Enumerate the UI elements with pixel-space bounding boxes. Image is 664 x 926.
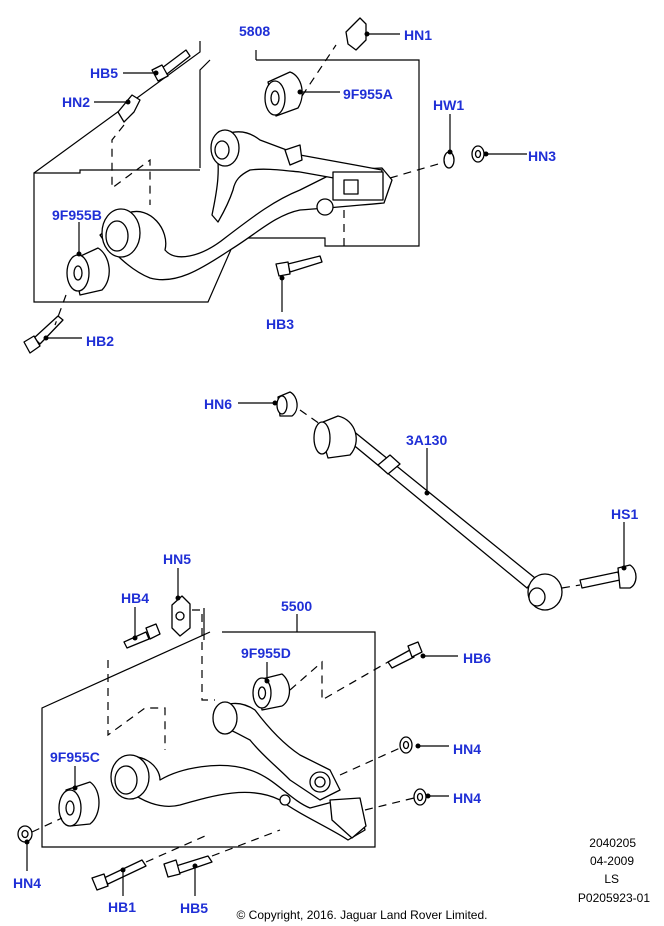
label-hn4-right-upper: HN4 bbox=[453, 741, 481, 757]
label-5500: 5500 bbox=[281, 598, 312, 614]
nut-hn3 bbox=[471, 145, 485, 163]
tie-rod-adjuster bbox=[377, 454, 401, 475]
bracket-diagonal bbox=[33, 41, 201, 174]
label-3a130: 3A130 bbox=[406, 432, 447, 448]
label-hb3: HB3 bbox=[266, 316, 294, 332]
upper-arm-assembly bbox=[23, 17, 527, 354]
label-hb5-top: HB5 bbox=[90, 65, 118, 81]
upper-arm-bracket-slot bbox=[343, 179, 359, 195]
tie-rod-outer-eye bbox=[527, 573, 563, 611]
upper-rear-eye-bore bbox=[105, 220, 129, 252]
callout-labels: 5808 HN1 HB5 HN2 9F955A HW1 HN3 9F955B H… bbox=[13, 23, 638, 916]
nut-hn5 bbox=[171, 595, 191, 637]
bush-9f955c bbox=[58, 781, 100, 827]
dash-hb1-arm bbox=[145, 835, 206, 863]
lower-arm-knuckle-mount bbox=[329, 797, 367, 839]
assembly-bracket-5500 bbox=[41, 631, 376, 848]
lower-arm-hole bbox=[279, 794, 291, 806]
nut-hn6 bbox=[276, 391, 298, 417]
bush-9f955b bbox=[66, 247, 110, 296]
copyright-notice: © Copyright, 2016. Jaguar Land Rover Lim… bbox=[237, 908, 488, 922]
dash-hn2-arm bbox=[111, 124, 151, 205]
tie-rod bbox=[344, 429, 536, 589]
upper-control-arm bbox=[99, 167, 393, 281]
bush-9f955a bbox=[264, 71, 303, 117]
label-9f955d: 9F955D bbox=[241, 645, 291, 661]
lower-arm-front-branch bbox=[214, 702, 341, 801]
lower-control-arm bbox=[119, 756, 366, 841]
nut-hn4-right-lower bbox=[413, 788, 427, 806]
lower-rear-eye-bore bbox=[114, 765, 138, 795]
nut-hn4-left bbox=[17, 825, 33, 843]
tie-rod-inner-joint bbox=[313, 415, 357, 459]
label-9f955a: 9F955A bbox=[343, 86, 393, 102]
label-hw1: HW1 bbox=[433, 97, 464, 113]
tie-rod-assembly bbox=[238, 391, 637, 611]
label-hb6: HB6 bbox=[463, 650, 491, 666]
bolt-hb4 bbox=[123, 623, 161, 649]
label-hb1: HB1 bbox=[108, 899, 136, 915]
nut-hn1 bbox=[345, 17, 367, 51]
label-hb4: HB4 bbox=[121, 590, 149, 606]
reference-block: 2040205 04-2009 LS P0205923-01 bbox=[578, 836, 650, 905]
assembly-bracket-5808 bbox=[33, 59, 420, 303]
dash-arm-hn4-upper bbox=[339, 747, 401, 776]
bolt-hb1 bbox=[91, 859, 147, 891]
upper-arm-front-branch bbox=[211, 131, 383, 223]
bolt-hb3 bbox=[275, 255, 323, 277]
ref-model: LS bbox=[604, 872, 619, 886]
upper-front-eye-bore bbox=[214, 140, 230, 160]
bush-9f955d bbox=[252, 673, 291, 711]
label-9f955b: 9F955B bbox=[52, 207, 102, 223]
ref-code: 2040205 bbox=[589, 836, 636, 850]
dash-hn5-arm bbox=[192, 609, 215, 701]
dash-9f955a-hn1 bbox=[301, 44, 337, 97]
dash-hb4-arm bbox=[107, 660, 166, 750]
label-hn1: HN1 bbox=[404, 27, 432, 43]
lower-arm-assembly bbox=[17, 568, 458, 896]
nut-hn2 bbox=[117, 94, 141, 123]
ref-illustration-id: P0205923-01 bbox=[578, 891, 650, 905]
label-hn3: HN3 bbox=[528, 148, 556, 164]
label-hn5: HN5 bbox=[163, 551, 191, 567]
label-hn6: HN6 bbox=[204, 396, 232, 412]
label-hb2: HB2 bbox=[86, 333, 114, 349]
dash-arm-hn4-lower bbox=[364, 797, 415, 811]
label-9f955c: 9F955C bbox=[50, 749, 100, 765]
label-hn2: HN2 bbox=[62, 94, 90, 110]
bolt-hs1 bbox=[579, 564, 637, 589]
label-hn4-right-lower: HN4 bbox=[453, 790, 481, 806]
lower-arm-outer-eye-bore bbox=[314, 776, 326, 788]
upper-arm-tab bbox=[284, 144, 303, 166]
bolt-hb5-top bbox=[151, 49, 191, 82]
bolt-hb5-bottom bbox=[163, 855, 213, 878]
upper-arm-hole bbox=[316, 198, 334, 216]
ref-date: 04-2009 bbox=[590, 854, 634, 868]
label-hb5-bottom: HB5 bbox=[180, 900, 208, 916]
bracket-inner bbox=[199, 59, 211, 168]
dash-bush-hb6 bbox=[289, 660, 389, 702]
label-hs1: HS1 bbox=[611, 506, 638, 522]
label-5808: 5808 bbox=[239, 23, 270, 39]
washer-hw1 bbox=[443, 151, 455, 169]
dash-eye-hs1 bbox=[561, 584, 581, 589]
dash-hb5-arm bbox=[211, 829, 281, 857]
bolt-hb2 bbox=[23, 315, 64, 354]
dash-bracket-hw1 bbox=[389, 161, 446, 179]
lower-front-eye bbox=[212, 701, 238, 735]
dash-hn6-rod bbox=[299, 409, 321, 425]
bolt-hb6 bbox=[387, 641, 423, 669]
nut-hn4-right-upper bbox=[399, 736, 413, 754]
label-hn4-left: HN4 bbox=[13, 875, 41, 891]
dash-bush-hb2 bbox=[54, 294, 67, 326]
dash-hn4-left bbox=[31, 817, 63, 833]
